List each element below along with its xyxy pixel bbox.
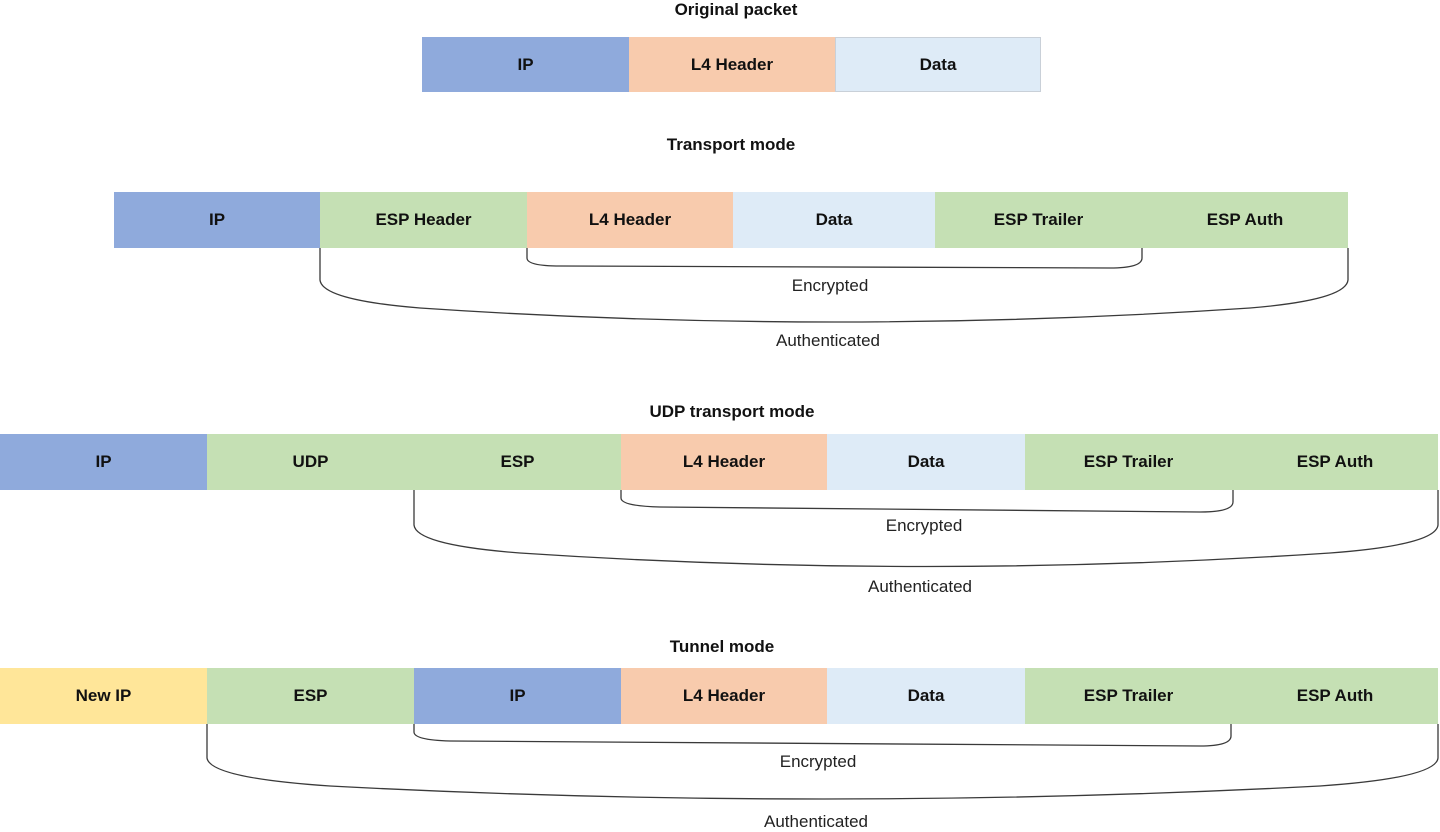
- section-title-udp-transport-mode: UDP transport mode: [649, 402, 815, 421]
- section-title-tunnel-mode: Tunnel mode: [669, 637, 775, 656]
- cell-ip: IP: [0, 434, 207, 490]
- encrypted-bracket: [413, 724, 1232, 747]
- cell-esp: ESP: [414, 434, 621, 490]
- cell-esp-auth: ESP Auth: [1232, 668, 1438, 724]
- cell-esp-header: ESP Header: [320, 192, 527, 248]
- cell-l4-header: L4 Header: [527, 192, 733, 248]
- cell-ip: IP: [414, 668, 621, 724]
- authenticated-label: Authenticated: [868, 577, 972, 596]
- cell-ip: IP: [114, 192, 320, 248]
- cell-data: Data: [827, 668, 1025, 724]
- cell-esp-trailer: ESP Trailer: [935, 192, 1142, 248]
- encrypted-bracket: [526, 248, 1143, 269]
- section-title-original-packet: Original packet: [674, 0, 798, 19]
- authenticated-label: Authenticated: [764, 812, 868, 831]
- cell-udp: UDP: [207, 434, 414, 490]
- cell-esp-trailer: ESP Trailer: [1025, 668, 1232, 724]
- encrypted-bracket: [620, 490, 1234, 513]
- cell-l4-header: L4 Header: [621, 668, 827, 724]
- cell-esp-auth: ESP Auth: [1142, 192, 1348, 248]
- cell-data: Data: [733, 192, 935, 248]
- cell-ip: IP: [422, 37, 629, 92]
- cell-l4-header: L4 Header: [621, 434, 827, 490]
- cell-l4-header: L4 Header: [629, 37, 835, 92]
- encrypted-label: Encrypted: [885, 516, 963, 535]
- authenticated-label: Authenticated: [776, 331, 880, 350]
- cell-data: Data: [835, 37, 1041, 92]
- cell-new-ip: New IP: [0, 668, 207, 724]
- cell-data: Data: [827, 434, 1025, 490]
- cell-esp-trailer: ESP Trailer: [1025, 434, 1232, 490]
- cell-esp: ESP: [207, 668, 414, 724]
- cell-esp-auth: ESP Auth: [1232, 434, 1438, 490]
- section-title-transport-mode: Transport mode: [666, 135, 796, 154]
- encrypted-label: Encrypted: [791, 276, 869, 295]
- encrypted-label: Encrypted: [779, 752, 857, 771]
